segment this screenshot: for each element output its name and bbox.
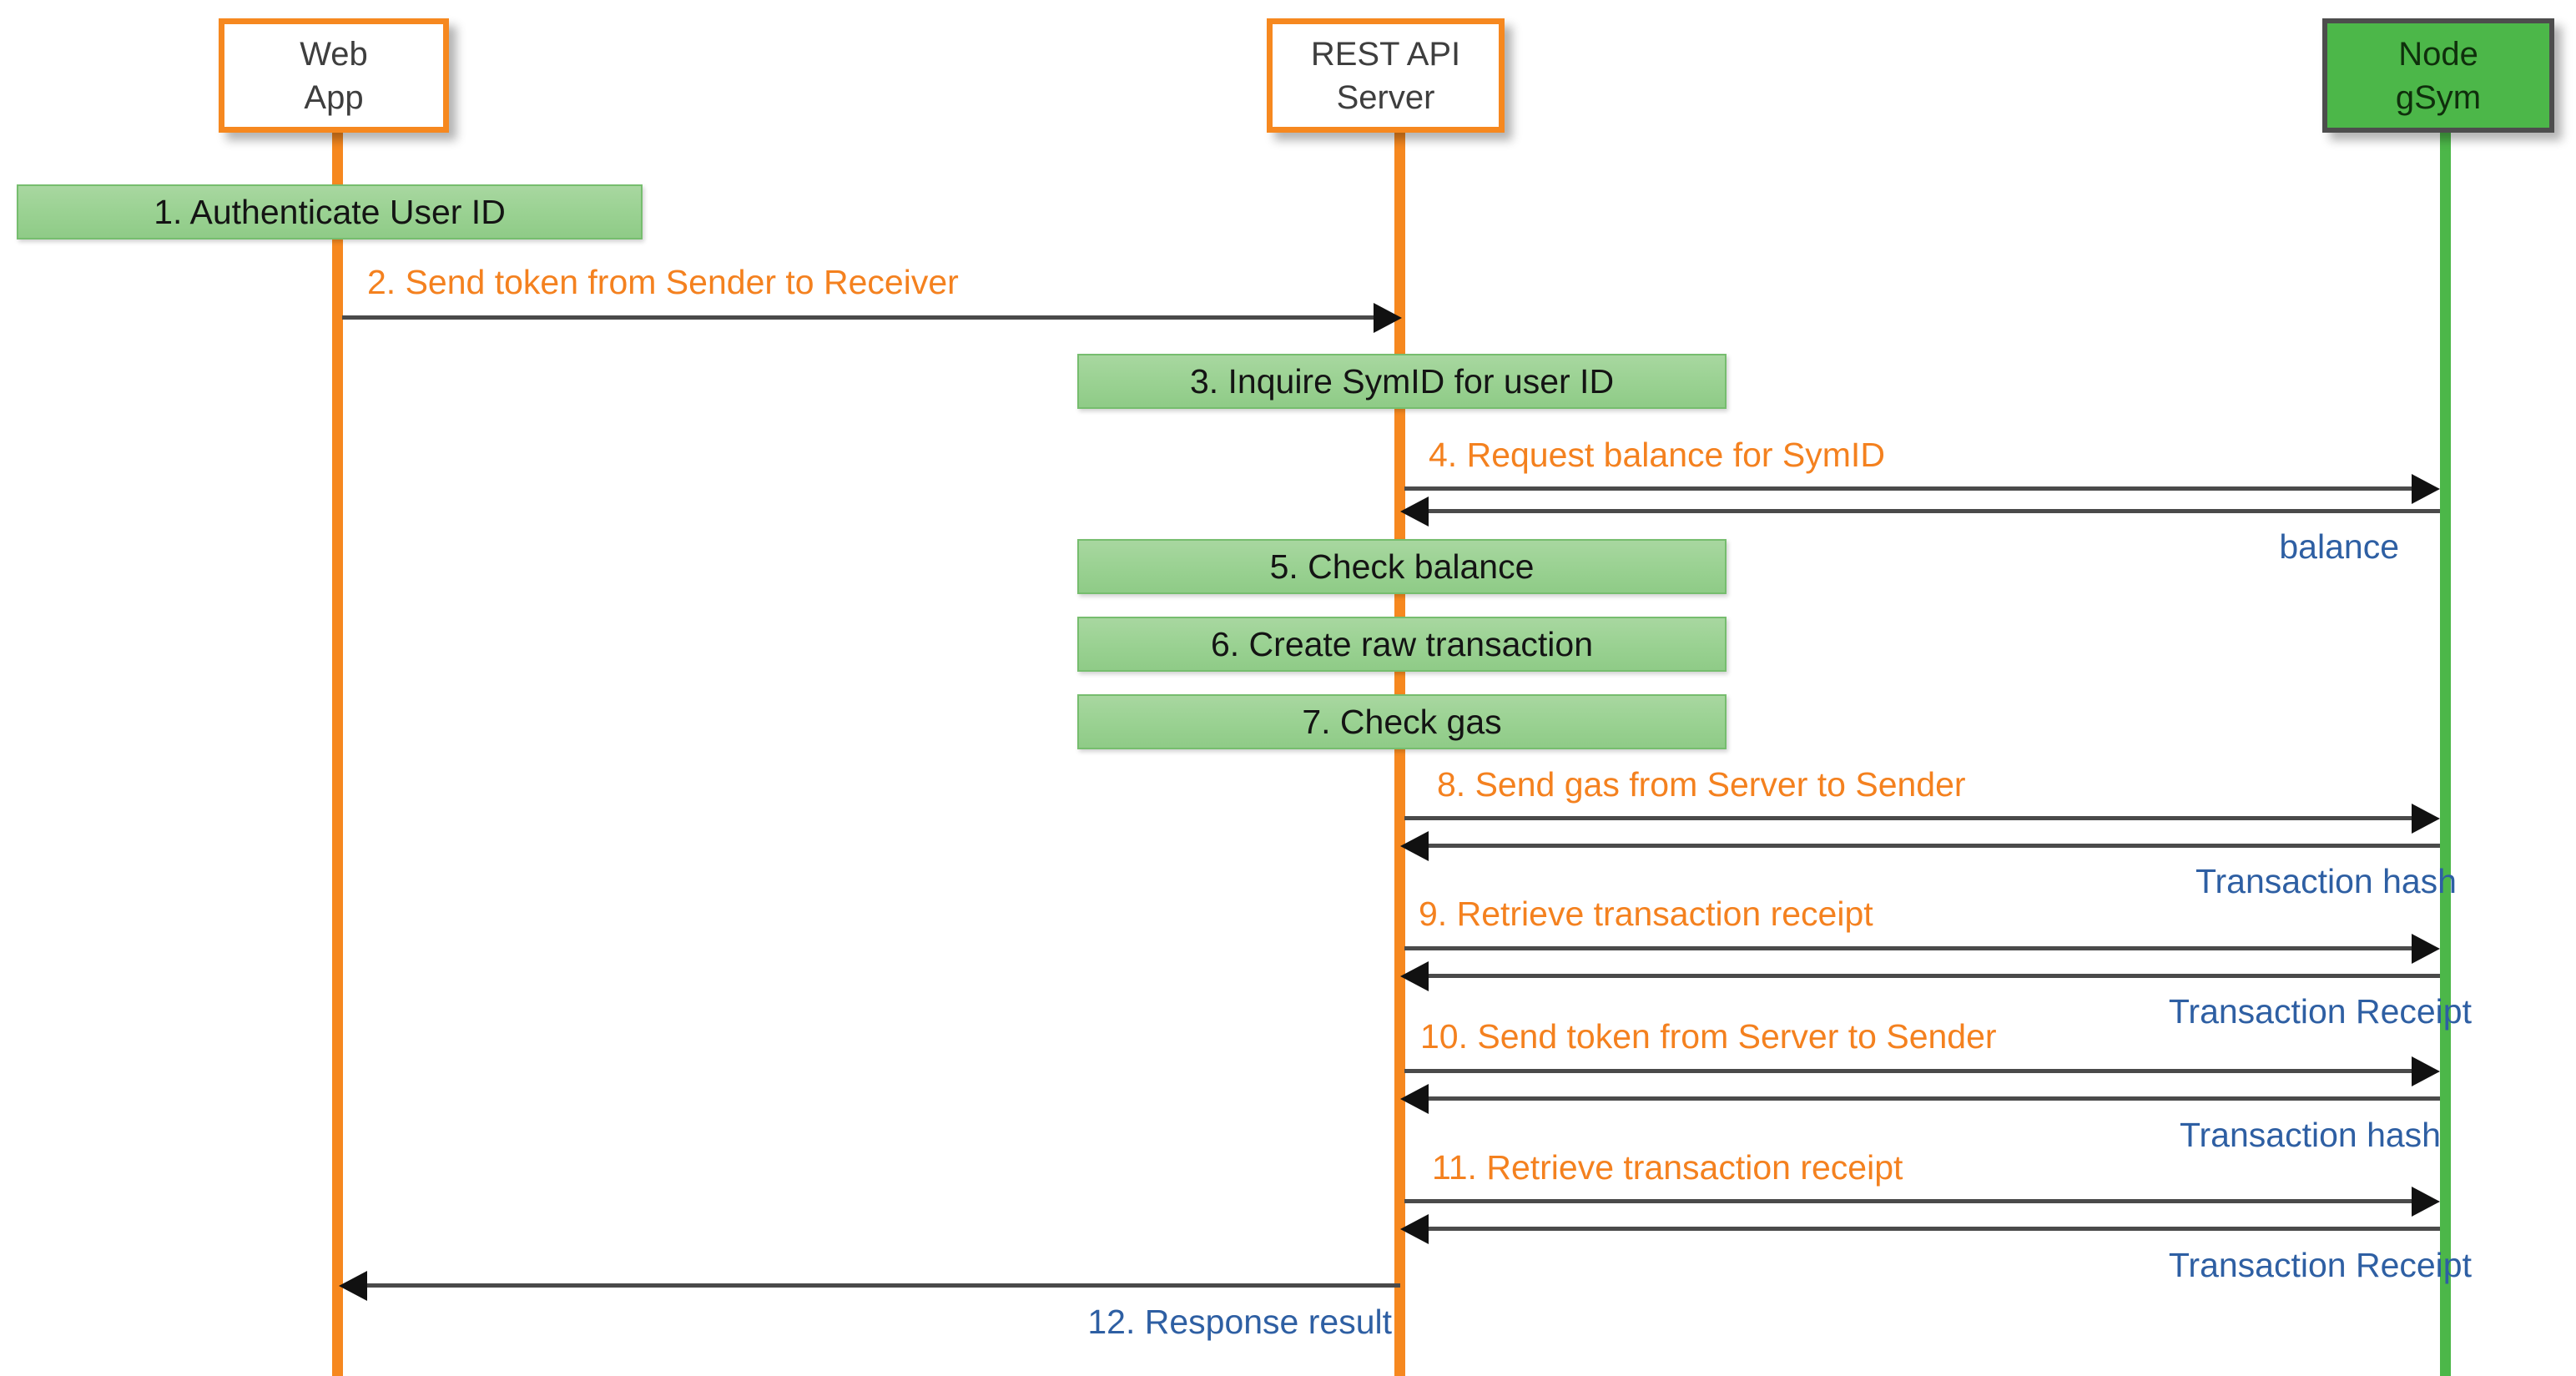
- return-label-balance: balance: [2279, 527, 2399, 566]
- message-label-4: 4. Request balance for SymID: [1429, 436, 1885, 474]
- action-box-check-gas[interactable]: 7. Check gas: [1077, 694, 1727, 749]
- message-line-4: [1404, 486, 2418, 491]
- message-line-8: [1404, 816, 2418, 820]
- message-label-12: 12. Response result: [1087, 1303, 1392, 1341]
- return-arrowhead-transaction-hash-1: [1400, 831, 1429, 861]
- message-line-12: [367, 1283, 1400, 1288]
- message-arrowhead-12: [339, 1271, 367, 1301]
- participant-web-app-line2: App: [304, 78, 364, 116]
- message-label-10: 10. Send token from Server to Sender: [1420, 1017, 1997, 1056]
- action-box-inquire-symid[interactable]: 3. Inquire SymID for user ID: [1077, 354, 1727, 409]
- message-line-11: [1404, 1199, 2418, 1203]
- message-line-9: [1404, 946, 2418, 950]
- action-box-authenticate-user-id[interactable]: 1. Authenticate User ID: [17, 184, 643, 239]
- message-arrowhead-10: [2412, 1056, 2440, 1086]
- lifeline-web-app: [332, 125, 343, 1376]
- return-label-transaction-receipt-1: Transaction Receipt: [2168, 992, 2472, 1031]
- message-arrowhead-11: [2412, 1187, 2440, 1217]
- message-line-2: [342, 315, 1385, 320]
- message-arrowhead-4: [2412, 474, 2440, 504]
- return-arrowhead-transaction-hash-2: [1400, 1084, 1429, 1114]
- action-label: 7. Check gas: [1302, 702, 1502, 741]
- participant-web-app-line1: Web: [300, 35, 368, 73]
- lifeline-rest-api: [1394, 125, 1405, 1376]
- return-label-transaction-receipt-2: Transaction Receipt: [2168, 1246, 2472, 1284]
- return-line-transaction-hash-2: [1429, 1096, 2440, 1101]
- participant-rest-api[interactable]: REST API Server: [1267, 18, 1505, 133]
- return-line-balance: [1429, 509, 2440, 513]
- return-label-transaction-hash-2: Transaction hash: [2180, 1116, 2441, 1154]
- return-label-transaction-hash-1: Transaction hash: [2195, 862, 2457, 900]
- participant-web-app[interactable]: Web App: [219, 18, 449, 133]
- message-label-8: 8. Send gas from Server to Sender: [1437, 765, 1966, 804]
- return-arrowhead-transaction-receipt-2: [1400, 1214, 1429, 1244]
- participant-rest-api-line2: Server: [1336, 78, 1435, 116]
- action-label: 1. Authenticate User ID: [154, 192, 506, 231]
- participant-node-gsym-line2: gSym: [2395, 78, 2482, 116]
- participant-node-gsym-line1: Node: [2398, 35, 2478, 73]
- message-arrowhead-8: [2412, 804, 2440, 834]
- message-arrowhead-9: [2412, 934, 2440, 964]
- message-label-9: 9. Retrieve transaction receipt: [1419, 895, 1873, 933]
- return-line-transaction-receipt-2: [1429, 1227, 2440, 1231]
- message-arrowhead-2: [1374, 303, 1402, 333]
- return-line-transaction-hash-1: [1429, 844, 2440, 848]
- action-box-create-raw-transaction[interactable]: 6. Create raw transaction: [1077, 617, 1727, 672]
- message-label-11: 11. Retrieve transaction receipt: [1432, 1148, 1903, 1187]
- return-line-transaction-receipt-1: [1429, 974, 2440, 978]
- message-line-10: [1404, 1069, 2418, 1073]
- return-arrowhead-transaction-receipt-1: [1400, 961, 1429, 991]
- message-label-2: 2. Send token from Sender to Receiver: [367, 263, 959, 301]
- participant-rest-api-line1: REST API: [1310, 35, 1461, 73]
- lifeline-node-gsym: [2440, 125, 2451, 1376]
- action-label: 3. Inquire SymID for user ID: [1189, 361, 1615, 401]
- action-box-check-balance[interactable]: 5. Check balance: [1077, 539, 1727, 594]
- participant-node-gsym[interactable]: Node gSym: [2322, 18, 2554, 133]
- action-label: 5. Check balance: [1269, 547, 1535, 586]
- return-arrowhead-balance: [1400, 496, 1429, 527]
- action-label: 6. Create raw transaction: [1210, 624, 1594, 663]
